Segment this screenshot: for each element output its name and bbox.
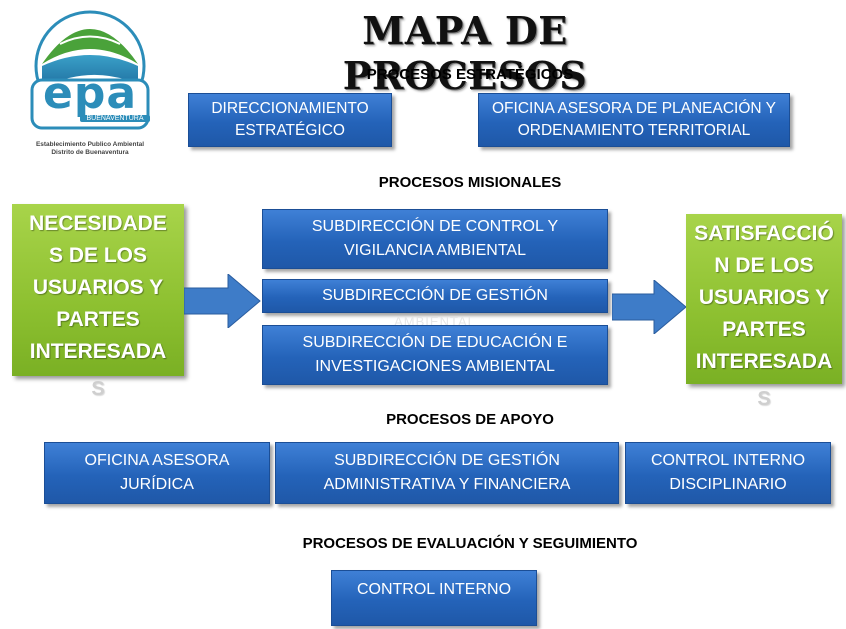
section-evaluacion: PROCESOS DE EVALUACIÓN Y SEGUIMIENTO [302, 535, 638, 552]
box-line: SUBDIRECCIÓN DE CONTROL Y [311, 218, 559, 235]
box-line: SUBDIRECCIÓN DE GESTIÓN [334, 452, 560, 469]
green-line: INTERESADA [695, 350, 833, 373]
box-line: JURÍDICA [120, 476, 194, 493]
box-line: ORDENAMIENTO TERRITORIAL [517, 122, 751, 139]
page-title: MAPA DE PROCESOS [342, 8, 588, 98]
green-line: S DE LOS [48, 244, 148, 267]
box-line: VIGILANCIA AMBIENTAL [344, 242, 526, 259]
box-gestion-administrativa[interactable]: SUBDIRECCIÓN DE GESTIÓN ADMINISTRATIVA Y… [275, 442, 619, 504]
box-necesidades-usuarios[interactable]: NECESIDADE S DE LOS USUARIOS Y PARTES IN… [12, 204, 184, 376]
logo-sub: BUENAVENTURA [80, 115, 150, 122]
satisfaccion-overflow: S [757, 388, 771, 410]
box-control-disciplinario[interactable]: CONTROL INTERNO DISCIPLINARIO [625, 442, 831, 504]
box-subdireccion-gestion[interactable]: SUBDIRECCIÓN DE GESTIÓN [262, 279, 608, 313]
green-line: NECESIDADE [29, 212, 167, 235]
box-line: SUBDIRECCIÓN DE EDUCACIÓN E [302, 334, 568, 351]
section-estrategicos: PROCESOS ESTRATÉGICOS [366, 66, 574, 83]
green-line: INTERESADA [29, 340, 167, 363]
arrow-right-icon [184, 274, 261, 328]
box-educacion-investigaciones[interactable]: SUBDIRECCIÓN DE EDUCACIÓN E INVESTIGACIO… [262, 325, 608, 385]
epa-logo: epa BUENAVENTURA Establecimiento Publico… [20, 4, 160, 164]
box-line: DIRECCIONAMIENTO [211, 100, 369, 117]
green-line: N DE LOS [714, 254, 814, 277]
box-line: CONTROL INTERNO [356, 581, 512, 598]
box-line: SUBDIRECCIÓN DE GESTIÓN [322, 287, 548, 304]
box-control-vigilancia[interactable]: SUBDIRECCIÓN DE CONTROL Y VIGILANCIA AMB… [262, 209, 608, 269]
section-misionales: PROCESOS MISIONALES [378, 174, 562, 191]
box-control-interno[interactable]: CONTROL INTERNO [331, 570, 537, 626]
green-line: USUARIOS Y [698, 286, 830, 309]
necesidades-overflow: S [91, 378, 105, 400]
box-oficina-planeacion[interactable]: OFICINA ASESORA DE PLANEACIÓN Y ORDENAMI… [478, 93, 790, 147]
box-line: DISCIPLINARIO [669, 476, 787, 493]
logo-caption: Establecimiento Publico Ambiental Distri… [20, 141, 160, 157]
box-line: ADMINISTRATIVA Y FINANCIERA [323, 476, 571, 493]
green-line: PARTES [56, 308, 140, 331]
box-oficina-juridica[interactable]: OFICINA ASESORA JURÍDICA [44, 442, 270, 504]
logo-caption-line1: Establecimiento Publico Ambiental [35, 141, 145, 148]
box-line: INVESTIGACIONES AMBIENTAL [315, 358, 555, 375]
box-line: OFICINA ASESORA DE PLANEACIÓN Y [492, 100, 776, 117]
box-line: CONTROL INTERNO [650, 452, 806, 469]
box-line: ESTRATÉGICO [235, 122, 345, 139]
logo-text: epa [42, 68, 138, 119]
green-line: SATISFACCIÓ [694, 222, 834, 245]
epa-logo-graphic [30, 10, 150, 130]
logo-caption-line2: Distrito de Buenaventura [51, 149, 129, 156]
section-apoyo: PROCESOS DE APOYO [386, 411, 554, 428]
green-line: PARTES [722, 318, 806, 341]
box-satisfaccion-usuarios[interactable]: SATISFACCIÓ N DE LOS USUARIOS Y PARTES I… [686, 214, 842, 384]
green-line: USUARIOS Y [32, 276, 164, 299]
box-line: OFICINA ASESORA [84, 452, 230, 469]
arrow-right-icon [612, 280, 687, 334]
box-direccionamiento-estrategico[interactable]: DIRECCIONAMIENTO ESTRATÉGICO [188, 93, 392, 147]
